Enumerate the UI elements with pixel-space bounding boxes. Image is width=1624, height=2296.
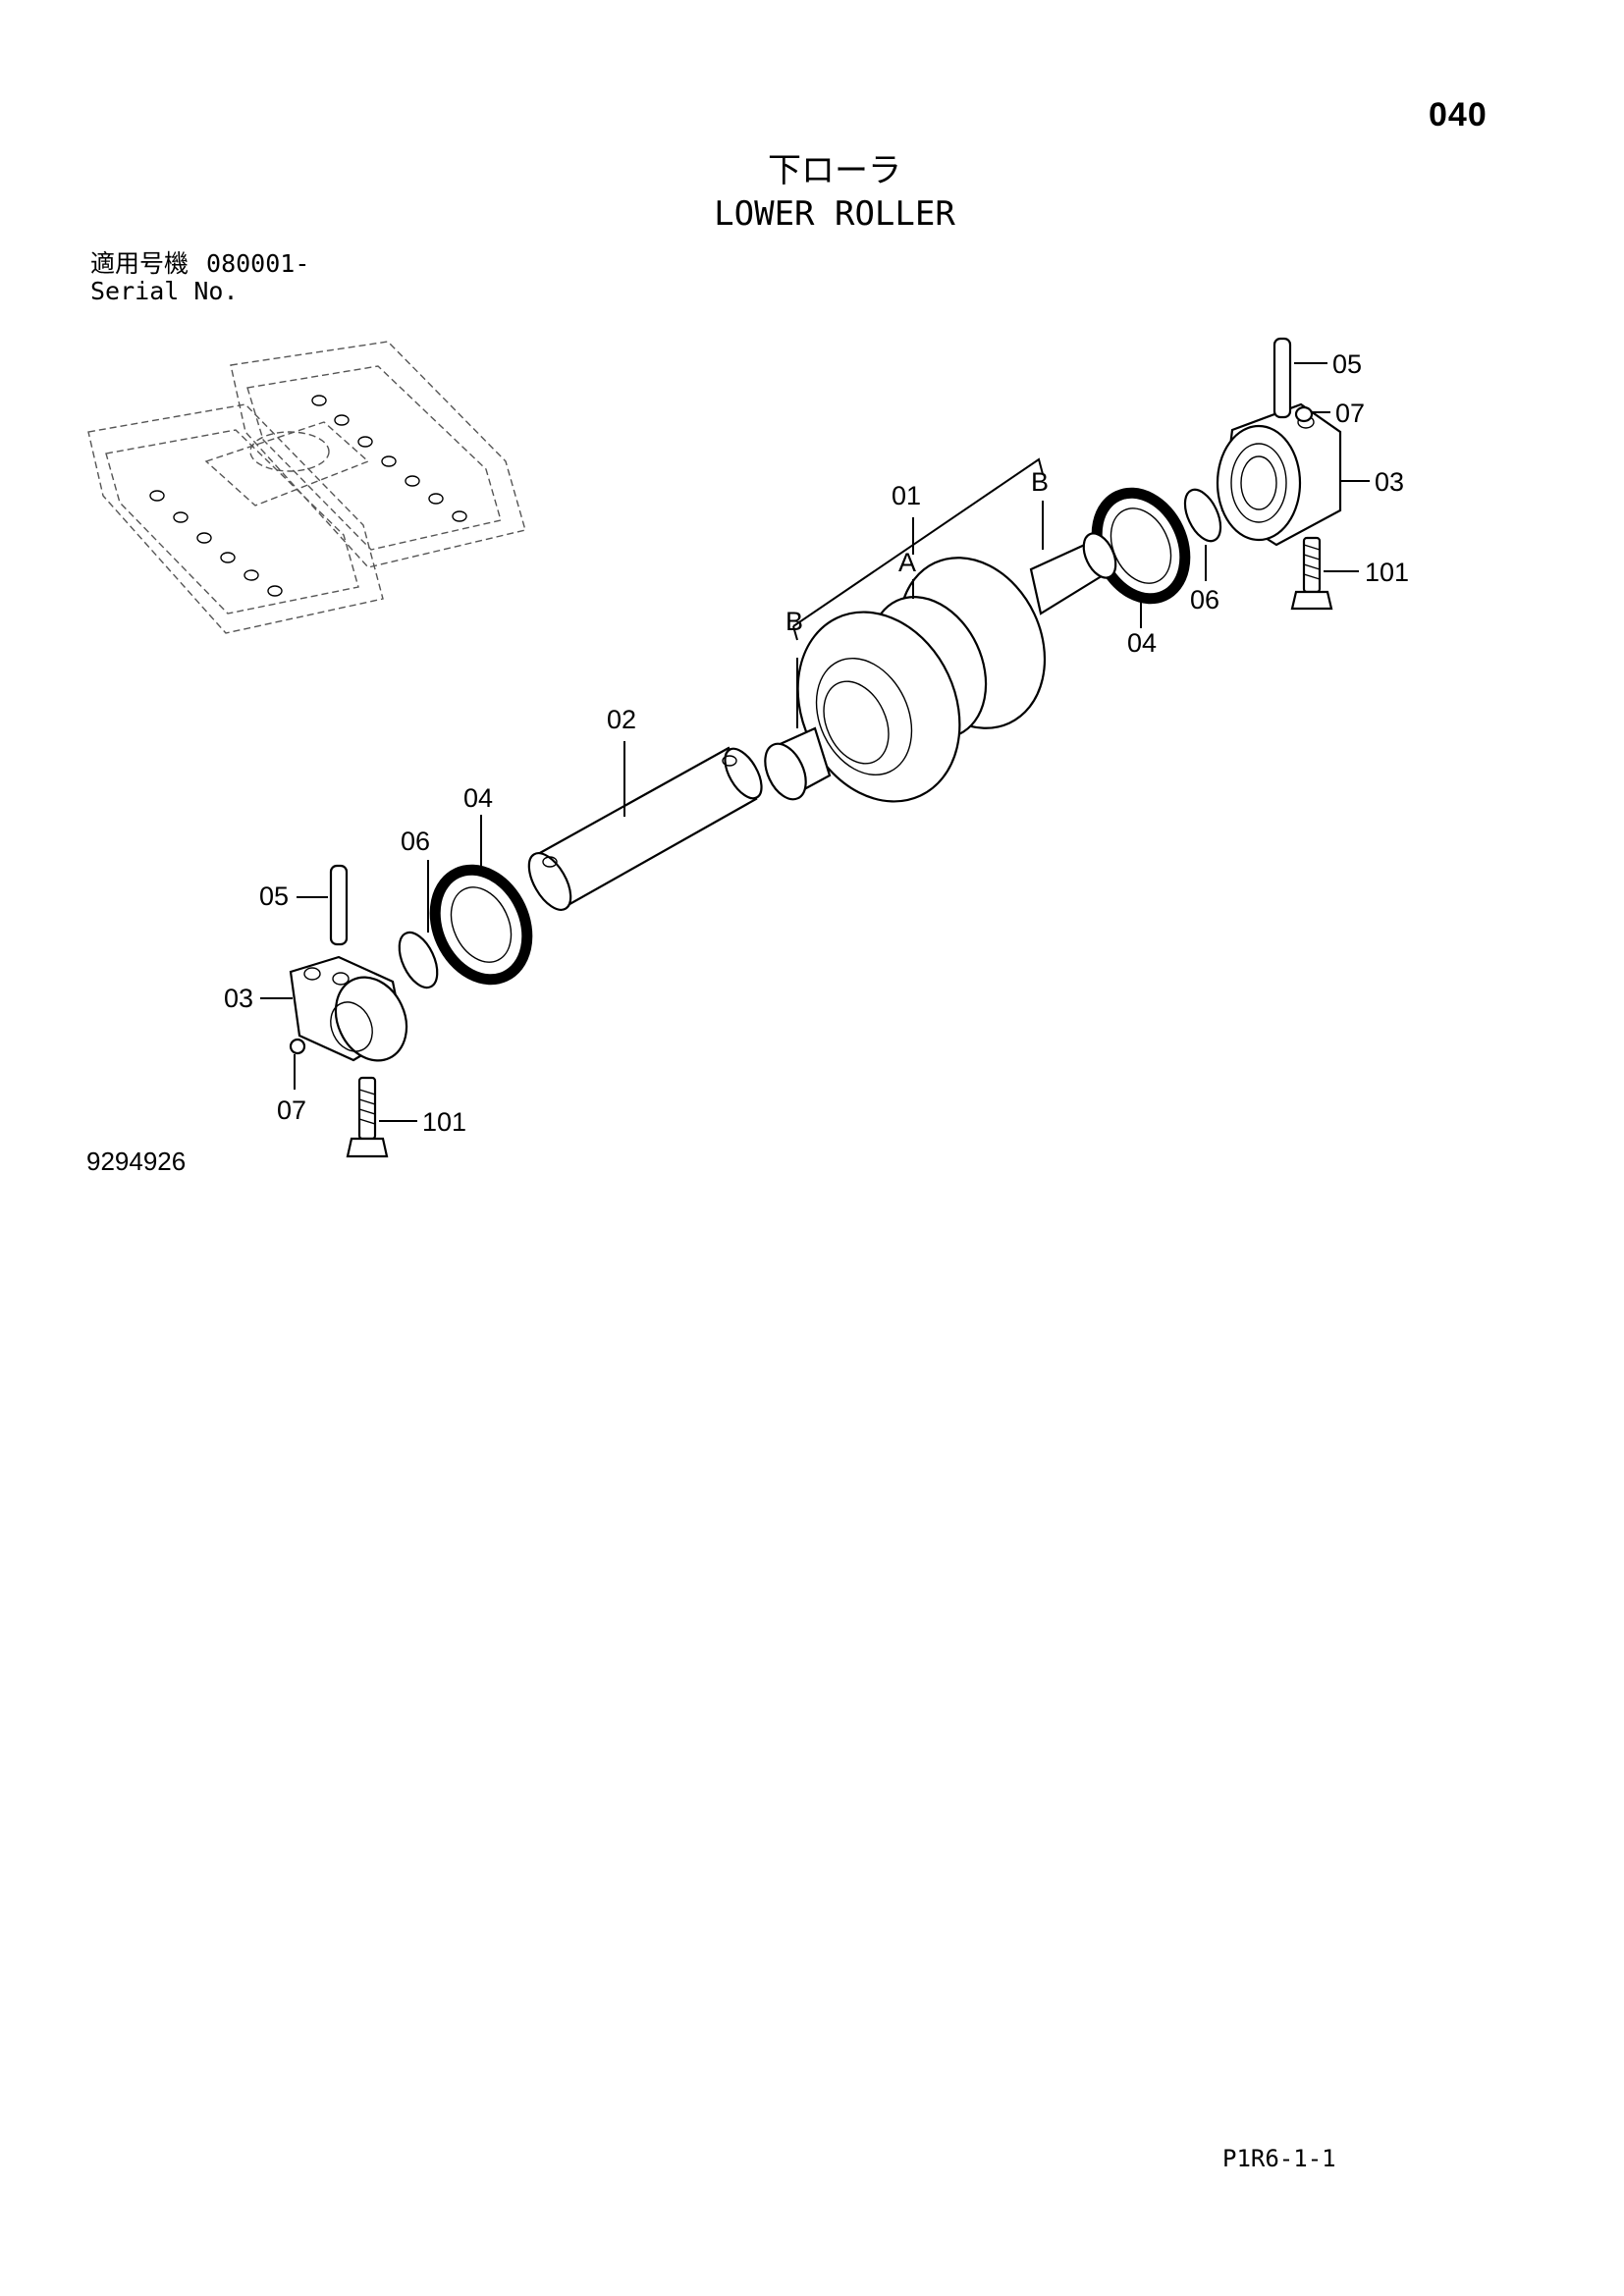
- bolt-right: [1290, 536, 1359, 611]
- callout-b-right: B: [1031, 467, 1049, 497]
- title-english: LOWER ROLLER: [714, 194, 955, 234]
- callout-a: A: [898, 548, 916, 577]
- serial-number-block: 適用号機 080001- Serial No.: [90, 250, 309, 305]
- undercarriage-locator-sketch: [87, 341, 526, 634]
- callout-07-left: 07: [277, 1095, 306, 1125]
- callout-02: 02: [607, 705, 636, 734]
- o-ring-left: [398, 860, 439, 989]
- bolt-left: [346, 1076, 417, 1158]
- callout-05-right: 05: [1332, 349, 1362, 379]
- callout-b-left: B: [785, 607, 803, 636]
- title-japanese: 下ローラ: [768, 151, 901, 190]
- seal-left: [429, 815, 533, 986]
- page-number: 040: [1429, 96, 1488, 133]
- o-ring-right: [1183, 488, 1222, 581]
- drawing-number: 9294926: [86, 1147, 187, 1176]
- serial-value: 080001-: [206, 249, 310, 278]
- serial-row-ja: 適用号機 080001-: [90, 250, 309, 278]
- collar-bracket-right: [1216, 402, 1342, 547]
- callout-06-left: 06: [401, 827, 430, 856]
- callout-01: 01: [892, 481, 921, 510]
- pin-right: [1272, 337, 1327, 419]
- callout-05-left: 05: [259, 881, 289, 911]
- collar-bracket-left: [260, 955, 408, 1062]
- roller-body: [796, 532, 1117, 803]
- title-block: 下ローラ LOWER ROLLER: [589, 149, 1080, 236]
- plug-left: [289, 1038, 306, 1090]
- callout-06-right: 06: [1190, 585, 1219, 614]
- callout-03-left: 03: [224, 984, 253, 1013]
- assembly-bracket-leader: [792, 457, 1044, 728]
- serial-label-en: Serial No.: [90, 277, 239, 305]
- serial-label-ja: 適用号機: [90, 249, 189, 278]
- callout-07-right: 07: [1335, 399, 1365, 428]
- callout-labels: 01 A B B 02 03 03 04 04 05 05 06 06 07 0…: [224, 349, 1409, 1137]
- callout-03-right: 03: [1375, 467, 1404, 497]
- pin-left: [297, 864, 349, 946]
- sheet-code: P1R6-1-1: [1222, 2145, 1336, 2172]
- plug-right: [1294, 405, 1330, 423]
- shaft: [527, 741, 763, 911]
- collar-left-b: [764, 726, 832, 801]
- callout-101-left: 101: [422, 1107, 466, 1137]
- callout-04-left: 04: [463, 783, 493, 813]
- callout-101-right: 101: [1365, 558, 1409, 587]
- callout-04-right: 04: [1127, 628, 1157, 658]
